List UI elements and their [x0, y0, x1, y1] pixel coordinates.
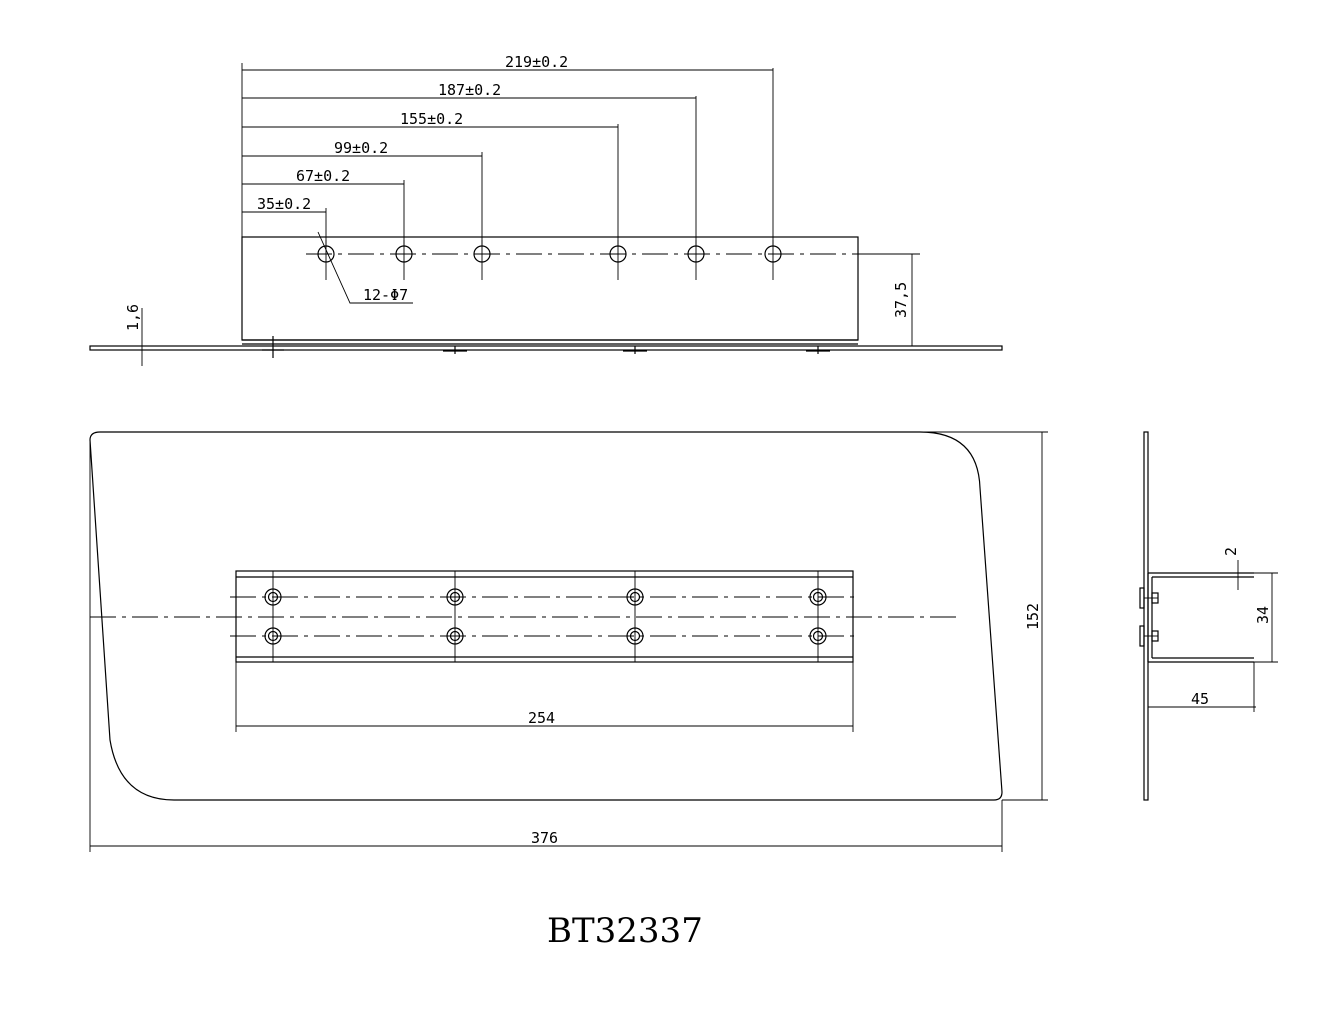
drawing-number: BT32337	[547, 911, 703, 951]
dim-376: 376	[531, 829, 558, 847]
dim-2: 2	[1222, 547, 1240, 556]
fastener-marks	[262, 336, 830, 358]
dim-67: 67±0.2	[296, 167, 350, 185]
dim-37-5: 37,5	[892, 282, 910, 318]
dim-155: 155±0.2	[400, 110, 463, 128]
side-bolts	[1139, 587, 1159, 647]
dim-45: 45	[1191, 690, 1209, 708]
hole-callout: 12-Φ7	[363, 286, 408, 304]
front-view: 254 376 152	[89, 431, 1048, 852]
dim-99: 99±0.2	[334, 139, 388, 157]
side-view: 2 34 45	[1139, 431, 1278, 801]
dim-35: 35±0.2	[257, 195, 311, 213]
dim-1-6: 1,6	[124, 304, 142, 331]
top-view: 219±0.2 187±0.2 155±0.2 99±0.2 67±0.2 35…	[89, 53, 1003, 366]
plate-outline	[89, 431, 1003, 801]
base-plate-edge	[89, 345, 1003, 351]
dim-254: 254	[528, 709, 555, 727]
dim-34: 34	[1254, 606, 1272, 624]
holes-top	[317, 240, 782, 280]
holes-front	[264, 571, 827, 662]
dim-152: 152	[1024, 603, 1042, 630]
rail-outline	[235, 570, 854, 663]
callout-leader	[317, 231, 413, 304]
dim-219: 219±0.2	[505, 53, 568, 71]
dim-187: 187±0.2	[438, 81, 501, 99]
